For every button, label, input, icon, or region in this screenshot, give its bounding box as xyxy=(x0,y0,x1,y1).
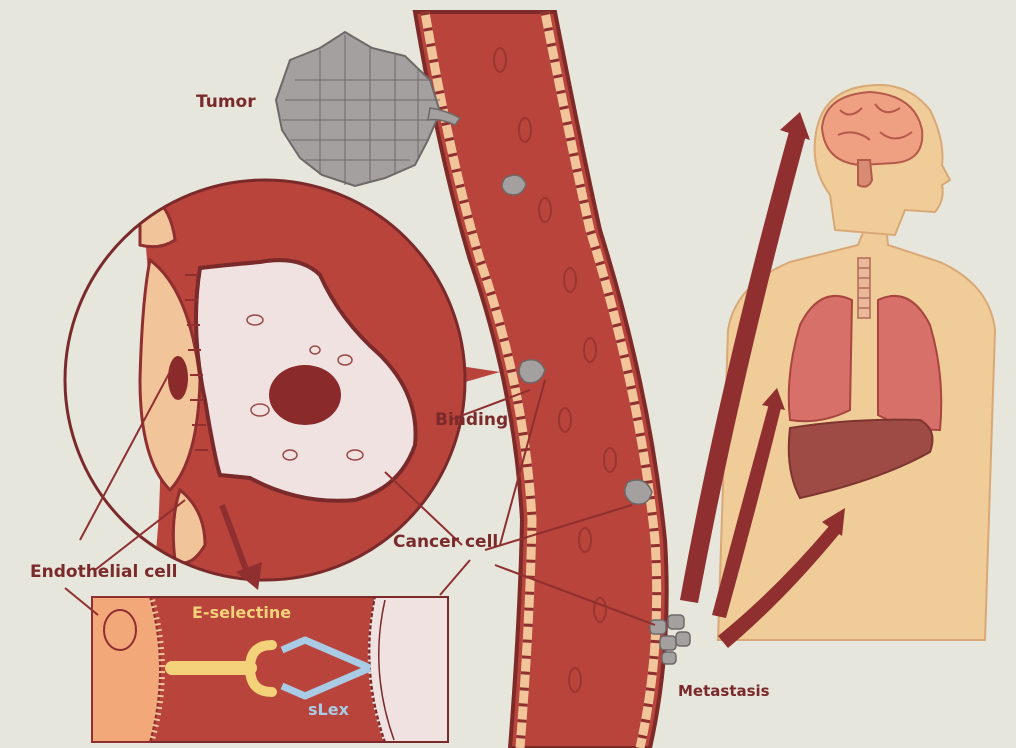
label-metastasis: Metastasis xyxy=(678,682,770,700)
label-slex: sLex xyxy=(308,700,349,719)
trachea-icon xyxy=(858,258,870,318)
label-endothelial-cell: Endothelial cell xyxy=(30,562,177,582)
label-binding: Binding xyxy=(435,410,508,430)
label-tumor: Tumor xyxy=(196,92,256,112)
label-e-selectine: E-selectine xyxy=(192,603,291,622)
label-cancer-cell: Cancer cell xyxy=(393,532,498,552)
